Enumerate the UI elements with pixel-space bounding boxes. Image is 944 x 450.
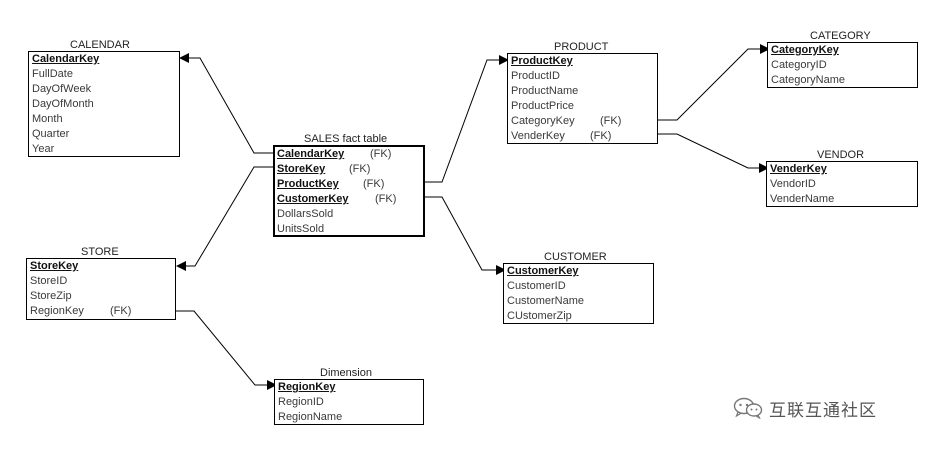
sales-field: UnitsSold xyxy=(277,223,325,235)
category-field: CategoryName xyxy=(771,74,845,86)
calendar-field: DayOfMonth xyxy=(32,98,94,110)
link-sales-customer xyxy=(424,196,506,275)
sales-key-customer: CustomerKey(FK) xyxy=(277,193,397,205)
product-fk-field: VenderKey(FK) xyxy=(511,130,612,142)
product-key: ProductKey xyxy=(511,55,573,67)
product-field: ProductPrice xyxy=(511,100,574,112)
dimension-field: RegionName xyxy=(278,411,343,423)
calendar-field: FullDate xyxy=(32,68,73,80)
product-table[interactable]: ProductKey ProductID ProductName Product… xyxy=(507,53,658,144)
sales-fact-table[interactable]: CalendarKey(FK) StoreKey(FK) ProductKey(… xyxy=(273,145,425,237)
calendar-field: Month xyxy=(32,113,63,125)
customer-field: CUstomerZip xyxy=(507,310,572,322)
link-product-category xyxy=(658,44,770,121)
vendor-field: VendorID xyxy=(770,178,816,190)
category-key: CategoryKey xyxy=(771,44,839,56)
sales-title: SALES fact table xyxy=(304,133,388,145)
product-fk-field: CategoryKey(FK) xyxy=(511,115,622,127)
link-store-dimension xyxy=(176,310,277,390)
link-sales-store xyxy=(176,166,276,271)
customer-title: CUSTOMER xyxy=(544,251,607,263)
category-title: CATEGORY xyxy=(810,30,871,42)
product-title: PRODUCT xyxy=(554,41,609,53)
calendar-field: Quarter xyxy=(32,128,70,140)
store-field: StoreID xyxy=(30,275,68,287)
customer-field: CustomerID xyxy=(507,280,566,292)
calendar-title: CALENDAR xyxy=(70,39,130,51)
calendar-table[interactable]: CalendarKey FullDate DayOfWeek DayOfMont… xyxy=(28,51,180,157)
watermark: 互联互通社区 xyxy=(733,396,877,420)
store-field: StoreZip xyxy=(30,290,72,302)
vendor-table[interactable]: VenderKey VendorID VenderName xyxy=(766,161,918,207)
store-title: STORE xyxy=(81,246,119,258)
calendar-field: DayOfWeek xyxy=(32,83,92,95)
calendar-field: Year xyxy=(32,143,55,155)
customer-table[interactable]: CustomerKey CustomerID CustomerName CUst… xyxy=(503,263,654,324)
watermark-text: 互联互通社区 xyxy=(769,400,877,420)
sales-key-calendar: CalendarKey(FK) xyxy=(277,148,392,160)
category-field: CategoryID xyxy=(771,59,827,71)
calendar-key: CalendarKey xyxy=(32,53,100,65)
wechat-icon xyxy=(733,397,763,419)
store-key: StoreKey xyxy=(30,260,79,272)
vendor-field: VenderName xyxy=(770,193,835,205)
dimension-field: RegionID xyxy=(278,396,324,408)
product-field: ProductName xyxy=(511,85,579,97)
dimension-table[interactable]: RegionKey RegionID RegionName xyxy=(274,379,424,425)
category-table[interactable]: CategoryKey CategoryID CategoryName xyxy=(767,42,918,88)
customer-key: CustomerKey xyxy=(507,265,579,277)
sales-key-product: ProductKey(FK) xyxy=(277,178,385,190)
sales-key-store: StoreKey(FK) xyxy=(277,163,371,175)
link-sales-product xyxy=(424,55,509,183)
product-field: ProductID xyxy=(511,70,560,82)
link-sales-calendar xyxy=(179,53,276,154)
store-fk-field: RegionKey(FK) xyxy=(30,305,132,317)
sales-field: DollarsSold xyxy=(277,208,334,220)
vendor-key: VenderKey xyxy=(770,163,827,175)
dimension-title: Dimension xyxy=(320,367,372,379)
dimension-key: RegionKey xyxy=(278,381,336,393)
link-product-vendor xyxy=(658,133,769,173)
customer-field: CustomerName xyxy=(507,295,585,307)
store-table[interactable]: StoreKey StoreID StoreZip RegionKey(FK) xyxy=(26,258,176,320)
vendor-title: VENDOR xyxy=(817,149,865,161)
